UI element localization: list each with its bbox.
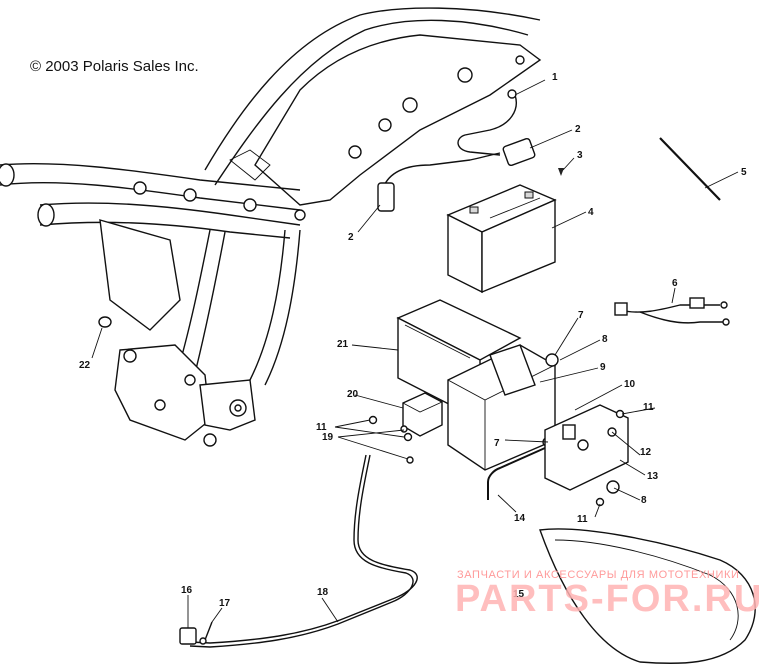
part-6-wire-harness: [614, 297, 730, 326]
callout-10: 10: [624, 379, 636, 390]
callout-17: 17: [219, 598, 231, 609]
callout-11: 11: [316, 422, 327, 433]
copyright-notice: © 2003 Polaris Sales Inc.: [30, 58, 199, 75]
watermark-logo: PARTS-FOR.RU: [455, 578, 764, 620]
callout-3: 3: [577, 150, 583, 161]
watermark-tagline: ЗАПЧАСТИ И АКСЕССУАРЫ ДЛЯ МОТОТЕХНИКИ: [457, 569, 740, 581]
callout-2: 2: [348, 232, 354, 243]
callout-20: 20: [347, 389, 359, 400]
callout-7: 7: [494, 438, 500, 449]
callout-4: 4: [588, 207, 594, 218]
callout-19: 19: [322, 432, 334, 443]
callout-14: 14: [514, 513, 526, 524]
motorcycle-frame: [0, 7, 542, 447]
part-4-battery: [446, 184, 557, 294]
callout-labels: 1 2 3 2 4 5 6 7 8 9 10 11 12 13 8 7 14 1…: [79, 72, 747, 609]
callout-7: 7: [578, 310, 584, 321]
fasteners: [368, 409, 625, 507]
callout-8: 8: [641, 495, 647, 506]
part-22-grommet: [98, 316, 112, 328]
part-14-vent-tube: [487, 447, 546, 500]
callout-11: 11: [577, 514, 588, 525]
callout-8: 8: [602, 334, 608, 345]
callout-18: 18: [317, 587, 329, 598]
part-3-screw: [558, 168, 564, 176]
leader-lines: [91, 79, 739, 628]
callout-21: 21: [337, 339, 349, 350]
part-13-side-plate: [544, 404, 629, 494]
callout-9: 9: [600, 362, 606, 373]
part-18-line: [189, 454, 418, 648]
callout-1: 1: [552, 72, 558, 83]
callout-2: 2: [575, 124, 581, 135]
part-5-rod: [659, 137, 721, 201]
callout-16: 16: [181, 585, 193, 596]
callout-15: 15: [513, 589, 525, 600]
part-1-2-battery-cable: [377, 89, 536, 212]
callout-22: 22: [79, 360, 91, 371]
callout-12: 12: [640, 447, 652, 458]
callout-11: 11: [643, 402, 654, 413]
callout-13: 13: [647, 471, 659, 482]
callout-6: 6: [672, 278, 678, 289]
part-15-side-cover: [539, 528, 756, 665]
part-20-relay: [402, 392, 443, 437]
callout-5: 5: [741, 167, 747, 178]
part-16-17-fittings: [179, 621, 213, 645]
